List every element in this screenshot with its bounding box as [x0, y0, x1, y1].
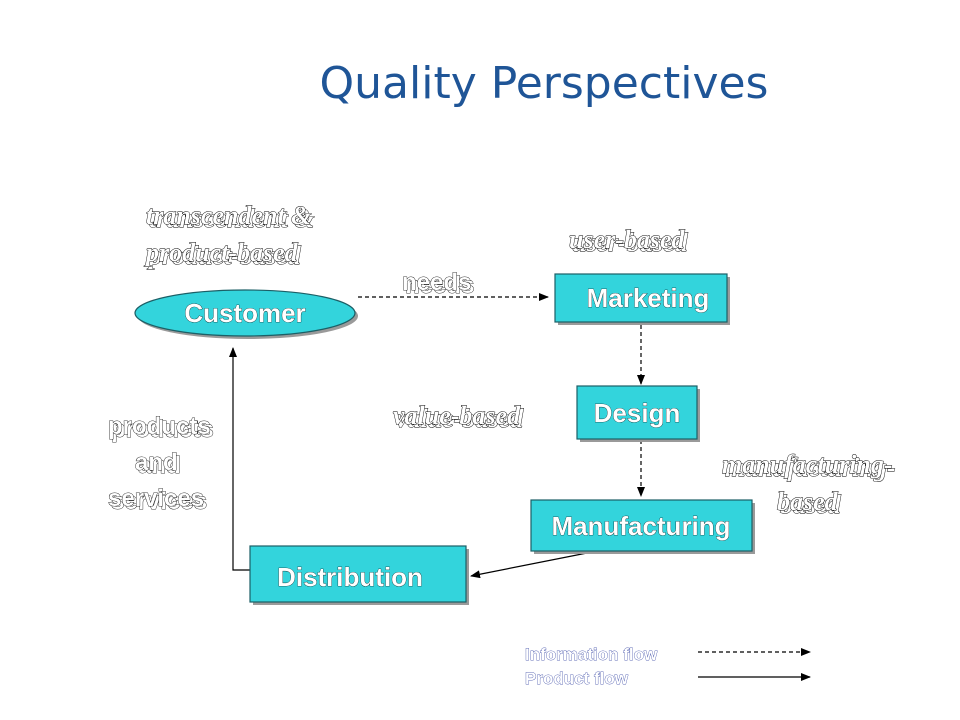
- transcendent-perspective-label: transcendent & transcendent & product-ba…: [144, 201, 315, 271]
- svg-text:transcendent &: transcendent &: [149, 204, 314, 233]
- marketing-label: Marketing: [587, 283, 710, 313]
- svg-text:services: services: [111, 488, 207, 515]
- svg-text:user-based: user-based: [572, 228, 689, 257]
- customer-label: Customer: [184, 298, 305, 328]
- svg-text:products: products: [108, 413, 211, 440]
- svg-text:product-based: product-based: [147, 241, 302, 270]
- svg-text:based: based: [780, 490, 842, 519]
- distribution-to-customer-arrow: [229, 347, 250, 571]
- svg-text:user-based: user-based: [569, 225, 686, 254]
- value-based-perspective-label: value-based value-based: [393, 401, 525, 434]
- svg-text:manufacturing-: manufacturing-: [722, 450, 893, 479]
- customer-node: Customer: [134, 289, 358, 339]
- manufacturing-label: Manufacturing: [551, 511, 730, 541]
- legend-product-flow-label: Product flow: [525, 669, 629, 688]
- svg-text:and: and: [138, 452, 181, 479]
- needs-flow-label: needs needs: [402, 269, 475, 300]
- svg-text:product-based: product-based: [144, 238, 299, 267]
- svg-text:needs: needs: [402, 269, 471, 296]
- legend-information-flow-label: Information flow: [525, 645, 658, 664]
- design-node: Design: [576, 385, 700, 442]
- svg-text:services: services: [108, 485, 204, 512]
- distribution-node: Distribution: [249, 545, 469, 605]
- manufacturing-to-distribution-arrow: [470, 552, 588, 579]
- svg-text:and: and: [135, 449, 178, 476]
- svg-text:transcendent &: transcendent &: [146, 201, 311, 230]
- products-and-services-flow-label: products products and and services servi…: [108, 413, 214, 516]
- user-based-perspective-label: user-based user-based: [569, 225, 689, 258]
- manufacturing-based-perspective-label: manufacturing- manufacturing- based base…: [722, 450, 896, 520]
- design-label: Design: [594, 398, 681, 428]
- distribution-label: Distribution: [277, 562, 423, 592]
- svg-text:value-based: value-based: [396, 404, 524, 433]
- svg-text:products: products: [111, 416, 214, 443]
- marketing-node: Marketing: [554, 273, 730, 325]
- legend: Information flow Product flow: [525, 645, 811, 688]
- page-title: Quality Perspectives: [319, 58, 769, 109]
- svg-text:value-based: value-based: [393, 401, 521, 430]
- svg-text:manufacturing-: manufacturing-: [725, 453, 896, 482]
- manufacturing-node: Manufacturing: [530, 499, 755, 554]
- svg-text:based: based: [777, 487, 839, 516]
- svg-text:needs: needs: [405, 272, 474, 299]
